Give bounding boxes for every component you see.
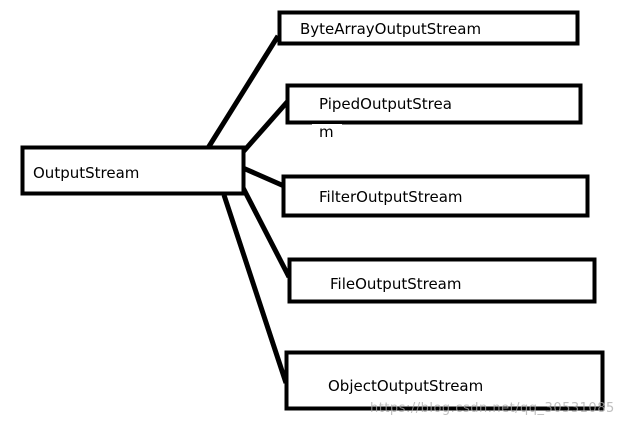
connector-piped bbox=[241, 99, 290, 154]
node-objectoutputstream: ObjectOutputStream bbox=[284, 350, 605, 411]
node-box bbox=[277, 10, 580, 46]
node-label-pipedoutputstream-line2: m bbox=[319, 123, 334, 141]
watermark-url: https://blog.csdn.net/qq_30531085 bbox=[370, 401, 615, 416]
node-pipedoutputstream: PipedOutputStrea m bbox=[285, 83, 583, 141]
node-bytearrayoutputstream: ByteArrayOutputStream bbox=[277, 10, 580, 46]
label-mask bbox=[312, 124, 342, 140]
node-fileoutputstream: FileOutputStream bbox=[287, 257, 597, 304]
node-label-outputstream: OutputStream bbox=[33, 164, 139, 182]
connector-file bbox=[235, 176, 292, 279]
node-outputstream: OutputStream bbox=[20, 145, 246, 196]
node-label-fileoutputstream: FileOutputStream bbox=[330, 275, 461, 293]
connector-object bbox=[221, 194, 289, 384]
node-label-objectoutputstream: ObjectOutputStream bbox=[328, 377, 483, 395]
node-label-filteroutputstream: FilterOutputStream bbox=[319, 188, 463, 206]
node-label-pipedoutputstream-line1: PipedOutputStrea bbox=[319, 95, 452, 113]
node-box bbox=[281, 174, 590, 218]
node-filteroutputstream: FilterOutputStream bbox=[281, 174, 590, 218]
node-box bbox=[284, 350, 605, 411]
node-box bbox=[287, 257, 597, 304]
connectors bbox=[205, 34, 292, 384]
connector-byte-array bbox=[205, 34, 281, 150]
node-box bbox=[20, 145, 246, 196]
node-label-bytearrayoutputstream: ByteArrayOutputStream bbox=[300, 20, 481, 38]
node-box bbox=[285, 83, 583, 125]
connector-filter bbox=[241, 165, 286, 189]
